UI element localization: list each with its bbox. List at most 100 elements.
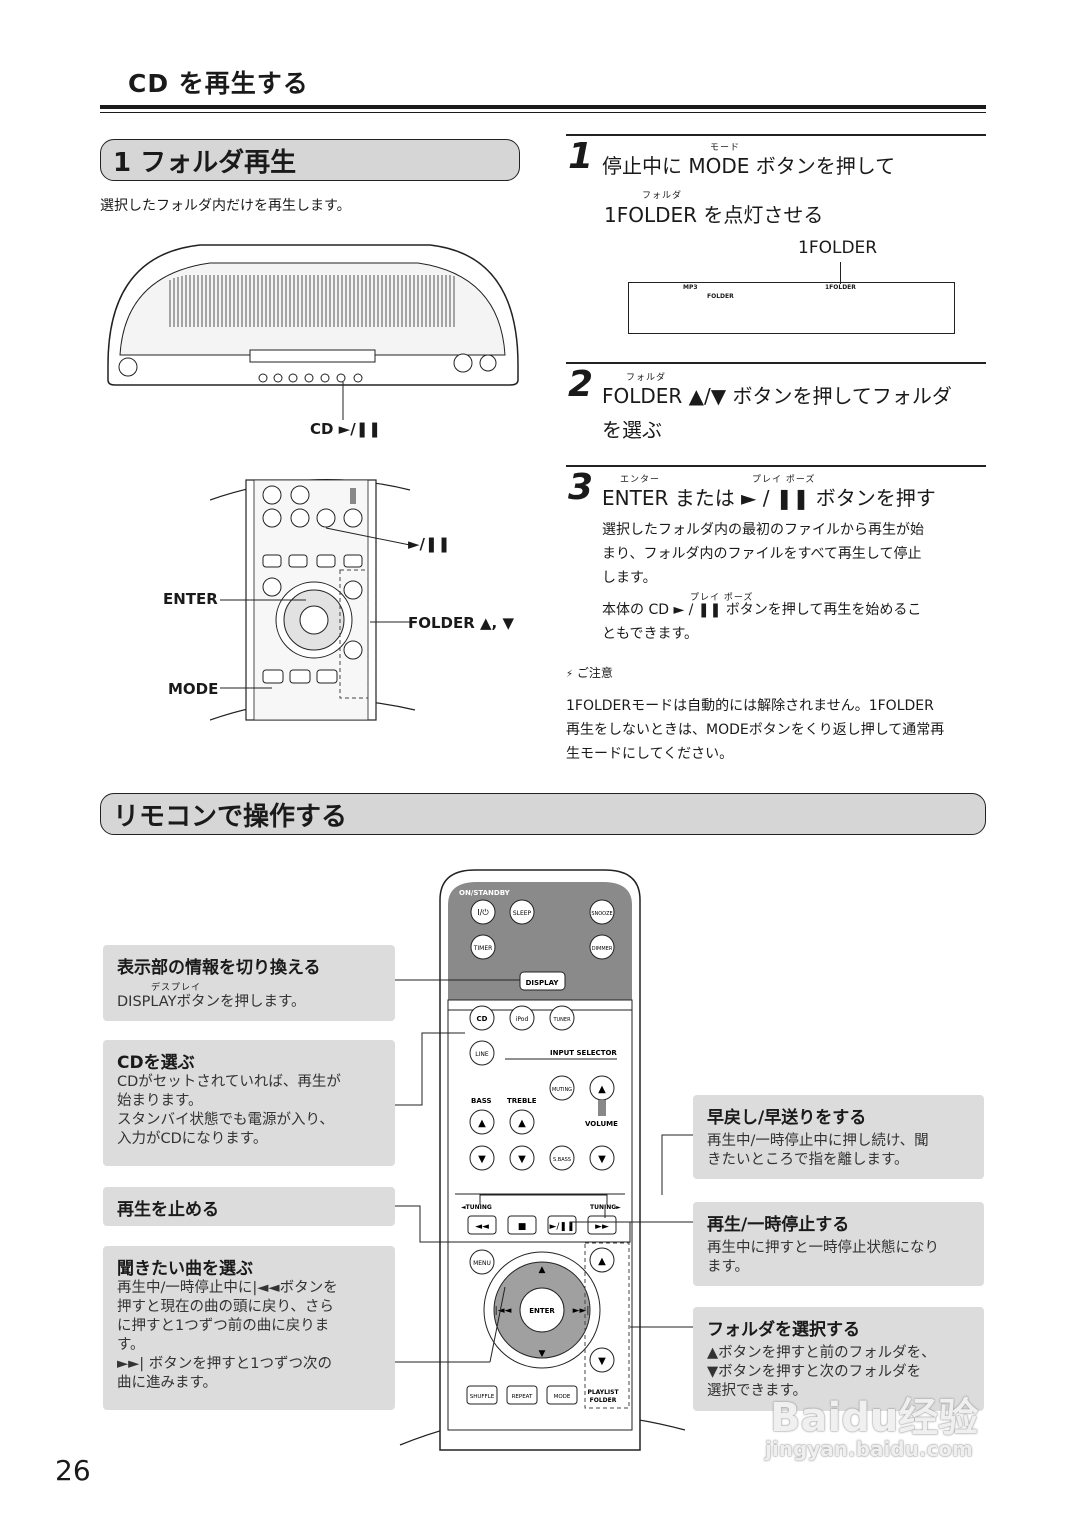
btn-muting: MUTING <box>552 1087 572 1093</box>
callout-play-title: 再生/一時停止する <box>707 1215 850 1235</box>
step2-ruby-folder: フォルダ <box>626 373 667 383</box>
callout-cd: CDを選ぶ CDがセットされていれば、再生が 始まります。 スタンバイ状態でも電… <box>103 1040 395 1166</box>
svg-text:▲: ▲ <box>598 1084 606 1095</box>
display-1folder-indicator: 1FOLDER <box>825 284 856 291</box>
callout-stop-title: 再生を止める <box>117 1200 219 1220</box>
btn-enter: ENTER <box>529 1307 555 1315</box>
svg-text:▲: ▲ <box>478 1118 486 1129</box>
svg-text:▼: ▼ <box>598 1154 606 1165</box>
remote-partial-illustration <box>210 479 416 721</box>
step3-rule <box>566 465 986 467</box>
step3-number: 3 <box>568 467 594 508</box>
callout-select-line2: 押すと現在の曲の頭に戻り、さら <box>117 1299 334 1315</box>
page-number: 26 <box>55 1454 91 1487</box>
callout-display: 表示部の情報を切り換える デスプレイ DISPLAYボタンを押します。 <box>103 945 395 1021</box>
callout-stop: 再生を止める <box>103 1187 395 1226</box>
note-line2: 再生をしないときは、MODEボタンをくり返し押して通常再 <box>566 722 945 738</box>
section-intro: 選択したフォルダ内だけを再生します。 <box>100 198 351 214</box>
callout-play-line1: 再生中に押すと一時停止状態になり <box>707 1240 939 1256</box>
callout-cd-title: CDを選ぶ <box>117 1053 195 1073</box>
btn-display: DISPLAY <box>526 979 560 987</box>
step3-line1: ENTER または ► / ❚❚ ボタンを押す <box>602 486 936 510</box>
caution-icon: ⚡ <box>566 669 574 680</box>
step3-para1-line2: まり、フォルダ内のファイルをすべて再生して停止 <box>602 546 922 562</box>
callout-folder-title: フォルダを選択する <box>707 1320 860 1340</box>
step3-para1-line1: 選択したフォルダ内の最初のファイルから再生が始 <box>602 522 924 538</box>
main-unit-illustration <box>107 244 519 420</box>
step2-line2: を選ぶ <box>602 418 662 442</box>
callout-cd-line2: 始まります。 <box>117 1093 203 1109</box>
section-title-remote: リモコンで操作する <box>100 793 986 835</box>
remote-full-illustration: ON/STANDBY I/⏻ SLEEP SNOOZE TIMER DIMMER… <box>399 869 686 1451</box>
label-tuning-right: TUNING► <box>590 1204 621 1211</box>
step3-para2-line1: 本体の CD ► / ❚❚ ボタンを押して再生を始めるこ <box>602 602 922 618</box>
btn-mode: MODE <box>554 1394 571 1400</box>
callout-folder-select: フォルダを選択する ▲ボタンを押すと前のフォルダを、 ▼ボタンを押すと次のフォル… <box>693 1307 984 1411</box>
note-line3: 生モードにしてください。 <box>566 746 734 762</box>
step2-rule <box>566 362 986 364</box>
btn-tuner: TUNER <box>552 1017 571 1023</box>
step1-ruby-mode: モード <box>710 143 741 153</box>
btn-dimmer: DIMMER <box>592 946 613 952</box>
page-header-title: CD を再生する <box>128 69 309 98</box>
svg-text:►►|: ►►| <box>573 1306 590 1316</box>
unit-play-pause-label: CD ►/❚❚ <box>310 420 381 438</box>
label-on-standby: ON/STANDBY <box>459 889 511 897</box>
remote-play-pause-label: ►/❚❚ <box>408 535 451 553</box>
step3-para2-line2: ともできます。 <box>602 626 699 642</box>
svg-text:▼: ▼ <box>478 1154 486 1165</box>
display-panel: MP3 FOLDER 1FOLDER <box>628 282 955 334</box>
svg-text:►►: ►► <box>595 1222 609 1232</box>
label-folder: FOLDER <box>590 1397 617 1404</box>
callout-ff-title: 早戻し/早送りをする <box>707 1108 867 1128</box>
callout-ff-line1: 再生中/一時停止中に押し続け、聞 <box>707 1133 929 1149</box>
callout-ff-line2: きたいところで指を離します。 <box>707 1152 909 1168</box>
btn-line: LINE <box>475 1051 489 1058</box>
step3-ruby-enter: エンター <box>620 475 661 485</box>
callout-select-line1: 再生中/一時停止中に|◄◄ボタンを <box>117 1280 338 1296</box>
header-rule <box>100 105 986 109</box>
callout-display-ruby: デスプレイ <box>151 983 202 993</box>
step1-line1: 停止中に MODE ボタンを押して <box>602 154 896 178</box>
remote-folder-label: FOLDER ▲, ▼ <box>408 614 515 632</box>
display-folder-indicator: FOLDER <box>707 293 734 300</box>
svg-text:▼: ▼ <box>518 1154 526 1165</box>
btn-repeat: REPEAT <box>512 1394 533 1400</box>
note-line1: 1FOLDERモードは自動的には解除されません。1FOLDER <box>566 698 934 714</box>
step1-ruby-folder: フォルダ <box>642 191 683 201</box>
callout-cd-line3: スタンバイ状態でも電源が入り、 <box>117 1112 334 1128</box>
callout-play-pause: 再生/一時停止する 再生中に押すと一時停止状態になり ます。 <box>693 1202 984 1286</box>
btn-cd: CD <box>477 1015 488 1023</box>
display-callout-line <box>840 262 841 284</box>
step1-number: 1 <box>568 136 594 177</box>
svg-text:▼: ▼ <box>539 1349 546 1359</box>
btn-sleep: SLEEP <box>513 910 532 917</box>
callout-select-title: 聞きたい曲を選ぶ <box>117 1259 253 1279</box>
header-rule-thin <box>100 112 986 113</box>
remote-mode-label: MODE <box>168 680 219 698</box>
label-bass: BASS <box>471 1097 492 1105</box>
step3-ruby-play-pause-2: プレイ ポーズ <box>690 593 754 603</box>
svg-text:►/❚❚: ►/❚❚ <box>549 1222 574 1232</box>
callout-lines <box>390 979 695 1363</box>
svg-text:■: ■ <box>518 1222 527 1232</box>
btn-timer: TIMER <box>473 945 493 952</box>
svg-text:▲: ▲ <box>518 1118 526 1129</box>
callout-select-line3: に押すと1つずつ前の曲に戻りま <box>117 1318 330 1334</box>
step1-rule <box>566 134 986 136</box>
callout-select-track: 聞きたい曲を選ぶ 再生中/一時停止中に|◄◄ボタンを 押すと現在の曲の頭に戻り、… <box>103 1246 395 1410</box>
btn-power: I/⏻ <box>477 908 489 917</box>
callout-cd-line1: CDがセットされていれば、再生が <box>117 1074 341 1090</box>
label-tuning-left: ◄TUNING <box>461 1204 492 1211</box>
step2-line1: FOLDER ▲/▼ ボタンを押してフォルダ <box>602 384 952 408</box>
label-treble: TREBLE <box>507 1097 537 1105</box>
label-playlist: PLAYLIST <box>587 1389 619 1396</box>
display-mp3-indicator: MP3 <box>683 284 698 291</box>
callout-cd-line4: 入力がCDになります。 <box>117 1131 268 1147</box>
callout-display-title: 表示部の情報を切り換える <box>117 958 321 978</box>
btn-snooze: SNOOZE <box>591 911 612 917</box>
svg-text:◄◄: ◄◄ <box>475 1222 489 1232</box>
watermark-logo: Baidu经验 <box>770 1395 979 1441</box>
callout-select-line6: 曲に進みます。 <box>117 1375 218 1391</box>
svg-text:▼: ▼ <box>598 1356 606 1367</box>
